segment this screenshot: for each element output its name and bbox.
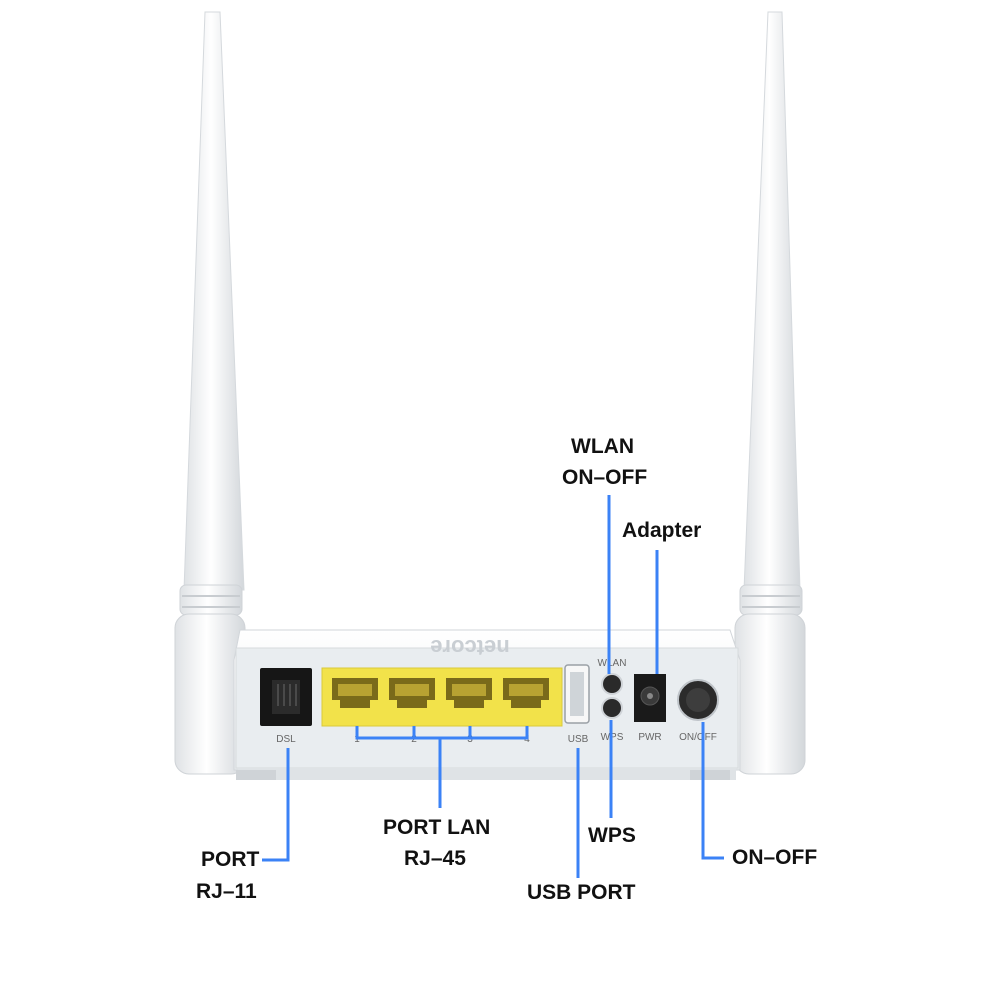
lan-port-1 (332, 678, 378, 708)
brand-logo-mirrored: netcore (430, 635, 509, 660)
dsl-port-label: DSL (276, 734, 296, 745)
callout-lan-line1: PORT LAN (383, 816, 491, 839)
wlan-button (601, 673, 623, 695)
callout-wlan-line1: WLAN (571, 435, 634, 458)
wps-button (601, 697, 623, 719)
wlan-button-label: WLAN (598, 658, 627, 669)
leader-line-lan-bracket (355, 726, 529, 740)
leader-line-onoff (701, 722, 724, 860)
callout-on-off: ON–OFF (732, 846, 818, 869)
pwr-label: PWR (638, 732, 661, 743)
leader-line-rj11 (262, 748, 290, 862)
lan-port-2 (389, 678, 435, 708)
power-jack: PWR (634, 674, 666, 743)
callout-adapter: Adapter (622, 519, 702, 542)
lan-port-4 (503, 678, 549, 708)
callout-wps: WPS (588, 824, 636, 847)
lan-ports: 1 2 3 4 (321, 667, 563, 745)
callout-rj11-line2: RJ–11 (196, 880, 257, 903)
usb-port-label: USB (568, 734, 589, 745)
callout-wlan-line2: ON–OFF (562, 466, 648, 489)
callout-lan-line2: RJ–45 (404, 847, 466, 870)
onoff-label: ON/OFF (679, 732, 717, 743)
usb-port: USB (564, 664, 590, 745)
leader-lines (262, 495, 724, 878)
right-antenna (734, 11, 806, 775)
dsl-port: DSL (260, 668, 312, 745)
power-switch: ON/OFF (677, 679, 719, 743)
callout-usb-port: USB PORT (527, 881, 636, 904)
callout-rj11-line1: PORT (201, 848, 260, 871)
left-antenna (174, 11, 246, 775)
lan-port-3 (446, 678, 492, 708)
